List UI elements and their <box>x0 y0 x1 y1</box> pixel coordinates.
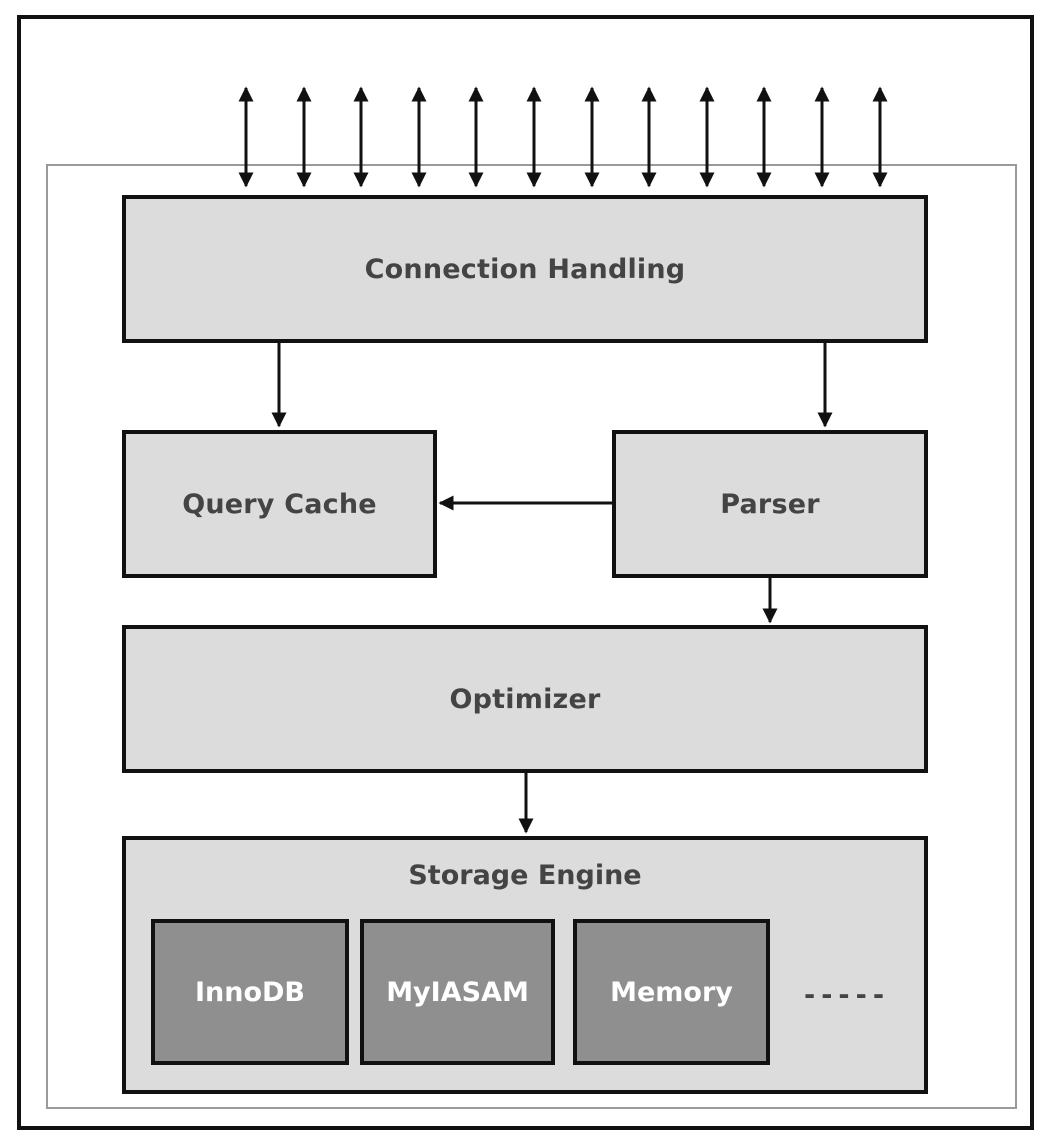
query-cache-label: Query Cache <box>182 488 377 520</box>
engine-memory: Memory <box>573 919 770 1065</box>
query-cache-box: Query Cache <box>122 430 437 578</box>
client-connection-arrows <box>238 86 888 188</box>
engine-innodb-label: InnoDB <box>194 976 306 1008</box>
storage-engine-label: Storage Engine <box>408 860 642 891</box>
more-engines-ellipsis: ----- <box>804 980 891 1011</box>
optimizer-box: Optimizer <box>122 625 928 773</box>
engine-innodb: InnoDB <box>151 919 349 1065</box>
connection-handling-label: Connection Handling <box>364 253 686 285</box>
parser-box: Parser <box>612 430 928 578</box>
storage-engine-box: Storage Engine InnoDB MyIASAM Memory ---… <box>122 836 928 1094</box>
engine-memory-label: Memory <box>610 976 733 1008</box>
parser-label: Parser <box>720 488 820 520</box>
optimizer-label: Optimizer <box>449 683 601 715</box>
engine-myiasam: MyIASAM <box>360 919 555 1065</box>
engine-myiasam-label: MyIASAM <box>386 976 529 1008</box>
connection-handling-box: Connection Handling <box>122 195 928 343</box>
